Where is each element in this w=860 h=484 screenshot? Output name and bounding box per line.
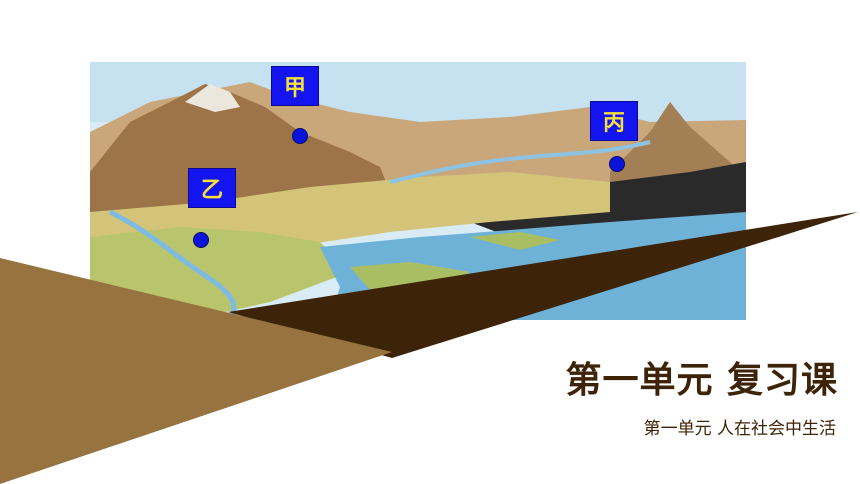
marker-label-yi: 乙: [188, 168, 236, 208]
marker-dot-yi: [193, 232, 209, 248]
marker-dot-jia: [292, 128, 308, 144]
light-brown-wedge: [0, 258, 392, 484]
marker-label-jia: 甲: [271, 66, 319, 106]
marker-dot-bing: [609, 156, 625, 172]
dark-brown-wedge: [228, 212, 858, 358]
slide-title: 第一单元 复习课: [565, 360, 838, 401]
slide-subtitle: 第一单元 人在社会中生活: [643, 419, 836, 439]
marker-label-bing: 丙: [590, 101, 638, 141]
